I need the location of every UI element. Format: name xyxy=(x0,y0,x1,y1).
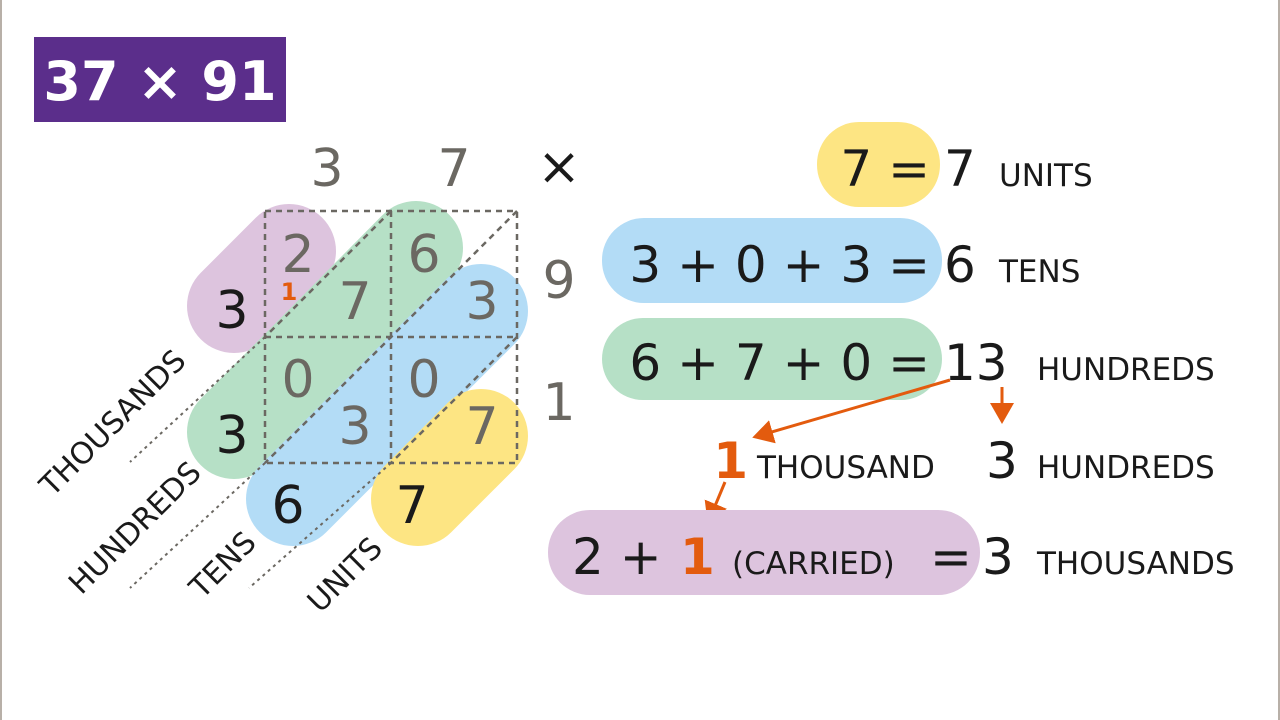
tens-step-unit: TENS xyxy=(998,254,1080,290)
title-box xyxy=(34,37,286,122)
cell-units: 3 xyxy=(465,272,498,332)
carry-digit: 1 xyxy=(281,278,298,306)
tens-step-pill xyxy=(602,218,942,303)
cell-units: 7 xyxy=(465,397,498,457)
units-step-pill xyxy=(817,122,940,207)
final-carry: 1 xyxy=(680,528,715,586)
label-units: UNITS xyxy=(301,531,390,620)
tens-band xyxy=(246,264,528,546)
diagonal-extensions xyxy=(129,336,392,589)
carry-arrow xyxy=(752,378,951,444)
final-equals: = xyxy=(930,528,972,586)
hundreds-step-unit: HUNDREDS xyxy=(1037,352,1215,388)
cell-tens: 6 xyxy=(407,225,440,285)
times-sign: × xyxy=(537,137,581,197)
thousands-step-pill xyxy=(548,510,980,595)
result-hundreds: 3 xyxy=(215,406,248,466)
hundreds-step-expr: 6 + 7 + 0 = xyxy=(629,334,930,392)
hundreds-step-pill xyxy=(602,318,942,400)
tens-step-result: 6 xyxy=(944,236,976,294)
tens-step-expr: 3 + 0 + 3 = xyxy=(629,236,930,294)
thousands-band xyxy=(187,204,336,353)
cell-units: 3 xyxy=(338,397,371,457)
top-digit: 3 xyxy=(310,139,343,199)
lattice-grid xyxy=(263,209,519,465)
cell-tens: 0 xyxy=(407,350,440,410)
result-tens: 6 xyxy=(271,476,304,536)
side-digit: 9 xyxy=(542,251,575,311)
final-unit: THOUSANDS xyxy=(1036,546,1235,582)
units-step-expr: 7 = xyxy=(840,140,930,198)
result-thousands: 3 xyxy=(215,281,248,341)
result-units: 7 xyxy=(395,476,428,536)
units-step-unit: UNITS xyxy=(999,158,1093,194)
cell-tens: 0 xyxy=(281,350,314,410)
units-band xyxy=(371,389,528,546)
top-digit: 7 xyxy=(437,139,470,199)
split-carry-unit: THOUSAND xyxy=(756,450,935,486)
label-tens: TENS xyxy=(182,525,263,606)
split-carry: 1 xyxy=(713,432,748,490)
cell-units: 7 xyxy=(338,272,371,332)
title: 37 × 91 xyxy=(43,50,276,113)
hundreds-step-result: 13 xyxy=(944,334,1008,392)
final-result: 3 xyxy=(982,528,1014,586)
units-step-result: 7 xyxy=(944,140,976,198)
cell-tens: 2 xyxy=(281,225,314,285)
side-digit: 1 xyxy=(542,373,575,433)
final-note: (CARRIED) xyxy=(732,546,895,582)
split-remain: 3 xyxy=(986,432,1018,490)
split-remain-unit: HUNDREDS xyxy=(1037,450,1215,486)
final-addend: 2 + xyxy=(572,528,662,586)
